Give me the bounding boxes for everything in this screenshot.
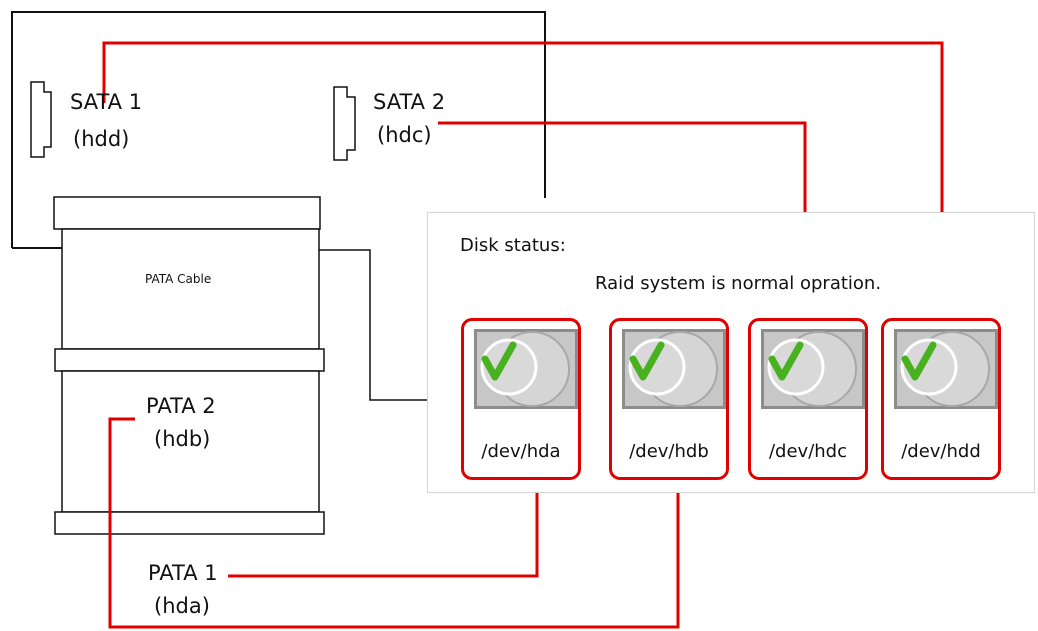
board-outline <box>11 11 546 248</box>
disk-label-hdc: /dev/hdc <box>768 441 847 462</box>
disk-status-panel: Disk status: Raid system is normal oprat… <box>427 212 1035 493</box>
pata-cable-body-upper <box>61 228 320 350</box>
pata-connector-top <box>53 196 321 230</box>
disk-label-hdb: /dev/hdb <box>629 441 709 462</box>
sata1-device-label: (hdd) <box>73 127 130 151</box>
hard-disk-icon <box>622 329 726 409</box>
disk-status-title: Disk status: <box>460 235 566 256</box>
disk-card-hda[interactable]: /dev/hda <box>461 318 581 480</box>
pata2-device-label: (hdb) <box>154 427 211 451</box>
raid-status-message: Raid system is normal opration. <box>595 273 882 294</box>
pata2-label: PATA 2 <box>146 394 216 418</box>
pata-cable-label: PATA Cable <box>145 272 212 286</box>
disk-card-hdd[interactable]: /dev/hdd <box>881 318 1001 480</box>
pata-connector-middle <box>54 348 325 372</box>
sata2-port-icon <box>333 86 356 161</box>
pata-cable-body-lower <box>61 370 320 513</box>
hard-disk-icon <box>474 329 578 409</box>
disk-card-hdc[interactable]: /dev/hdc <box>748 318 868 480</box>
pata1-to-hda-line <box>228 483 539 578</box>
sata2-device-label: (hdc) <box>377 123 432 147</box>
disk-card-hdb[interactable]: /dev/hdb <box>609 318 729 480</box>
sata1-port-icon <box>30 81 52 158</box>
hard-disk-icon <box>894 329 998 409</box>
disk-label-hda: /dev/hda <box>481 441 561 462</box>
sata1-label: SATA 1 <box>70 90 143 114</box>
pata1-label: PATA 1 <box>148 561 218 585</box>
pata-connector-bottom <box>54 511 325 535</box>
disk-label-hdd: /dev/hdd <box>901 441 981 462</box>
pata-side-cable <box>319 249 427 401</box>
sata1-to-hdd-line <box>102 41 944 321</box>
sata2-label: SATA 2 <box>373 90 446 114</box>
pata1-device-label: (hda) <box>154 594 210 618</box>
pata2-to-hdb-line <box>108 417 680 629</box>
hard-disk-icon <box>761 329 865 409</box>
